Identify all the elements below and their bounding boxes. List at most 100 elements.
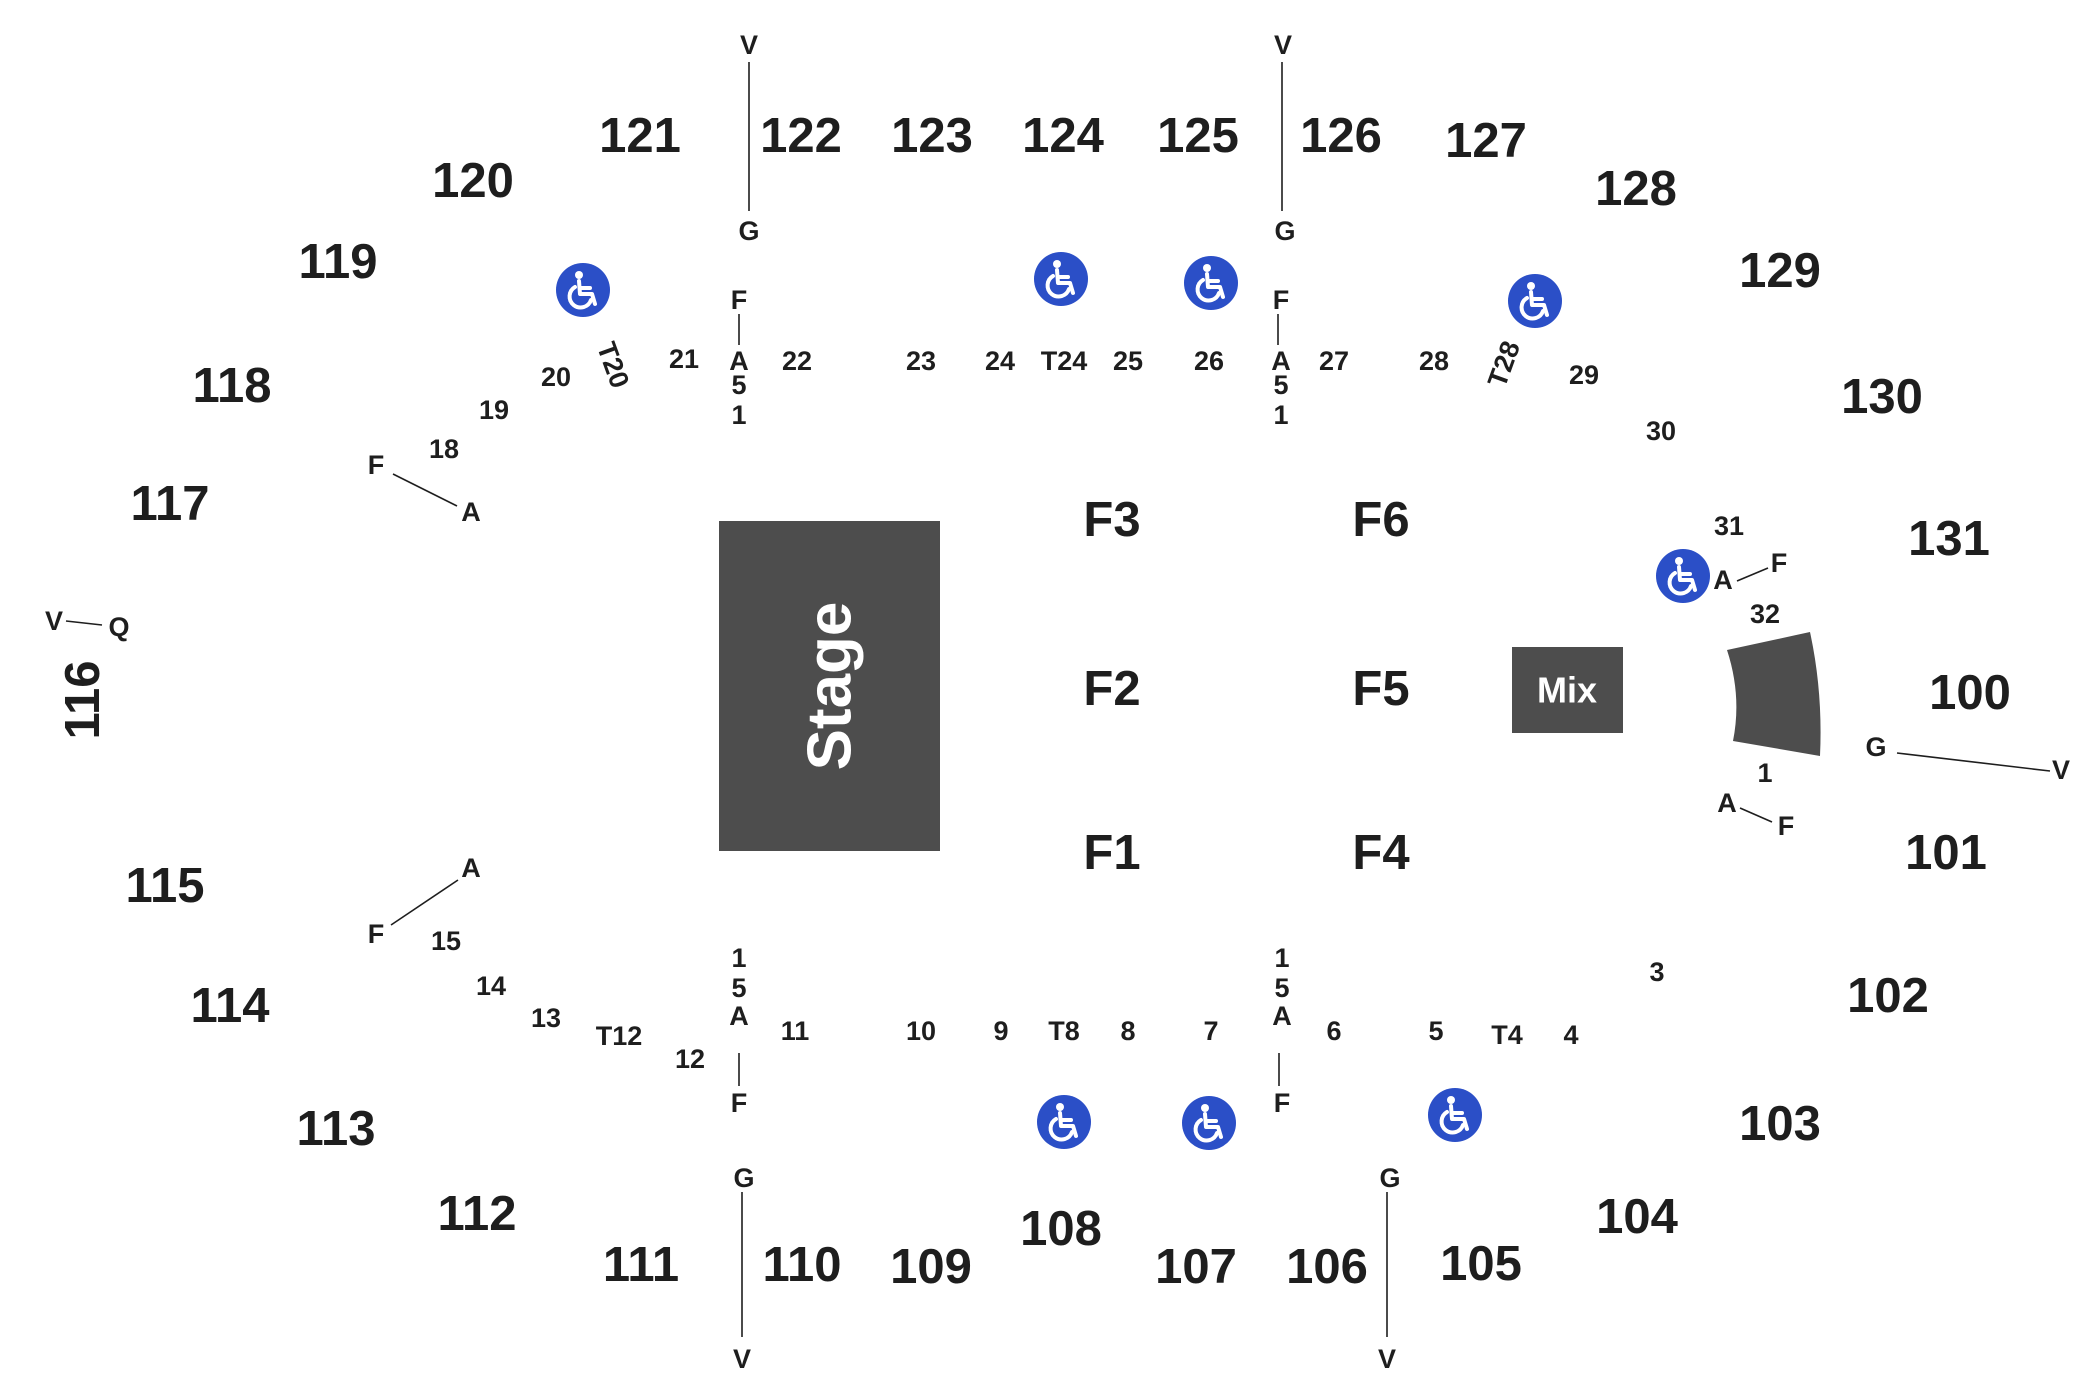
floor-section-f2[interactable]: F2 xyxy=(1083,662,1140,716)
row-marker: 1 xyxy=(1274,943,1289,973)
section-120[interactable]: 120 xyxy=(432,154,514,208)
sub-section-27[interactable]: 27 xyxy=(1319,346,1349,376)
row-marker: V xyxy=(1274,30,1292,60)
floor-section-labels: F1 F2 F3 F4 F5 F6 xyxy=(1083,493,1409,880)
row-marker: F xyxy=(368,450,385,480)
sub-section-11[interactable]: 11 xyxy=(781,1016,810,1046)
section-130[interactable]: 130 xyxy=(1841,370,1923,424)
wheelchair-icon[interactable] xyxy=(556,263,610,317)
wheelchair-icon[interactable] xyxy=(1184,256,1238,310)
row-marker: F xyxy=(731,285,748,315)
sub-section-21[interactable]: 21 xyxy=(669,344,699,374)
section-125[interactable]: 125 xyxy=(1157,109,1239,163)
row-marker: V xyxy=(733,1344,751,1374)
section-128[interactable]: 128 xyxy=(1595,162,1677,216)
sub-section-32[interactable]: 32 xyxy=(1750,599,1780,629)
sub-section-22[interactable]: 22 xyxy=(782,346,812,376)
sub-section-12[interactable]: 12 xyxy=(675,1044,705,1074)
wheelchair-icon[interactable] xyxy=(1656,549,1710,603)
section-104[interactable]: 104 xyxy=(1596,1190,1678,1244)
sub-section-24[interactable]: 24 xyxy=(985,346,1015,376)
section-100[interactable]: 100 xyxy=(1929,666,2011,720)
section-117[interactable]: 117 xyxy=(130,477,209,531)
section-127[interactable]: 127 xyxy=(1445,114,1527,168)
sub-section-29[interactable]: 29 xyxy=(1569,360,1599,390)
row-marker: 5 xyxy=(1273,370,1288,400)
floor-section-f4[interactable]: F4 xyxy=(1352,826,1409,880)
section-129[interactable]: 129 xyxy=(1739,244,1821,298)
section-113[interactable]: 113 xyxy=(296,1102,375,1156)
sub-section-t28[interactable]: T28 xyxy=(1482,337,1526,391)
sub-section-15[interactable]: 15 xyxy=(431,926,461,956)
row-marker: A xyxy=(461,497,481,527)
sub-section-8[interactable]: 8 xyxy=(1120,1016,1135,1046)
wheelchair-icon[interactable] xyxy=(1034,252,1088,306)
sub-section-1[interactable]: 1 xyxy=(1757,758,1772,788)
section-121[interactable]: 121 xyxy=(599,109,681,163)
section-115[interactable]: 115 xyxy=(125,859,204,913)
section-118[interactable]: 118 xyxy=(192,359,271,413)
sub-section-18[interactable]: 18 xyxy=(429,434,459,464)
sub-section-7[interactable]: 7 xyxy=(1203,1016,1218,1046)
section-103[interactable]: 103 xyxy=(1739,1097,1821,1151)
sub-section-t20[interactable]: T20 xyxy=(591,338,635,392)
section-111[interactable]: 111 xyxy=(603,1238,679,1292)
section-101[interactable]: 101 xyxy=(1905,826,1987,880)
floor-section-f3[interactable]: F3 xyxy=(1083,493,1140,547)
row-marker: F xyxy=(1771,548,1788,578)
sub-section-9[interactable]: 9 xyxy=(993,1016,1008,1046)
section-107[interactable]: 107 xyxy=(1155,1240,1237,1294)
row-marker: A xyxy=(1271,346,1291,376)
section-108[interactable]: 108 xyxy=(1020,1202,1102,1256)
row-marker: V xyxy=(1378,1344,1396,1374)
sub-section-5[interactable]: 5 xyxy=(1428,1016,1443,1046)
sub-section-31[interactable]: 31 xyxy=(1714,511,1744,541)
sub-section-6[interactable]: 6 xyxy=(1326,1016,1341,1046)
section-119[interactable]: 119 xyxy=(298,235,377,289)
sub-section-26[interactable]: 26 xyxy=(1194,346,1224,376)
sub-section-4[interactable]: 4 xyxy=(1563,1020,1578,1050)
sub-section-10[interactable]: 10 xyxy=(906,1016,936,1046)
floor-section-f5[interactable]: F5 xyxy=(1352,662,1409,716)
sub-section-t12[interactable]: T12 xyxy=(596,1021,643,1051)
section-122[interactable]: 122 xyxy=(760,109,842,163)
section-131[interactable]: 131 xyxy=(1908,512,1990,566)
wheelchair-icon[interactable] xyxy=(1182,1096,1236,1150)
section-110[interactable]: 110 xyxy=(762,1238,841,1292)
sub-section-13[interactable]: 13 xyxy=(531,1003,561,1033)
sub-section-t4[interactable]: T4 xyxy=(1491,1020,1523,1050)
floor-section-f1[interactable]: F1 xyxy=(1083,826,1140,880)
section-123[interactable]: 123 xyxy=(891,109,973,163)
section-109[interactable]: 109 xyxy=(890,1240,972,1294)
section-106[interactable]: 106 xyxy=(1286,1240,1368,1294)
section-105[interactable]: 105 xyxy=(1440,1237,1522,1291)
sub-section-30[interactable]: 30 xyxy=(1646,416,1676,446)
sub-section-25[interactable]: 25 xyxy=(1113,346,1143,376)
wheelchair-icon[interactable] xyxy=(1037,1095,1091,1149)
wheelchair-icon[interactable] xyxy=(1428,1088,1482,1142)
row-marker: 1 xyxy=(731,400,746,430)
sub-section-28[interactable]: 28 xyxy=(1419,346,1449,376)
section-116[interactable]: 116 xyxy=(56,660,110,739)
section-126[interactable]: 126 xyxy=(1300,109,1382,163)
sub-section-19[interactable]: 19 xyxy=(479,395,509,425)
row-line-left xyxy=(65,620,103,626)
row-line-se xyxy=(1739,807,1773,823)
wheelchair-icon[interactable] xyxy=(1508,274,1562,328)
platform-block xyxy=(1727,632,1821,756)
accessible-seating-icons xyxy=(556,252,1710,1150)
section-102[interactable]: 102 xyxy=(1847,969,1929,1023)
section-112[interactable]: 112 xyxy=(437,1187,516,1241)
row-marker: A xyxy=(1272,1001,1292,1031)
row-indicator-lines xyxy=(65,62,2051,1337)
section-114[interactable]: 114 xyxy=(190,979,269,1033)
sub-section-23[interactable]: 23 xyxy=(906,346,936,376)
sub-section-14[interactable]: 14 xyxy=(476,971,506,1001)
sub-section-t8[interactable]: T8 xyxy=(1048,1016,1080,1046)
mix-label: Mix xyxy=(1537,670,1597,711)
floor-section-f6[interactable]: F6 xyxy=(1352,493,1409,547)
sub-section-t24[interactable]: T24 xyxy=(1041,346,1088,376)
sub-section-3[interactable]: 3 xyxy=(1649,957,1664,987)
section-124[interactable]: 124 xyxy=(1022,109,1104,163)
sub-section-20[interactable]: 20 xyxy=(541,362,571,392)
